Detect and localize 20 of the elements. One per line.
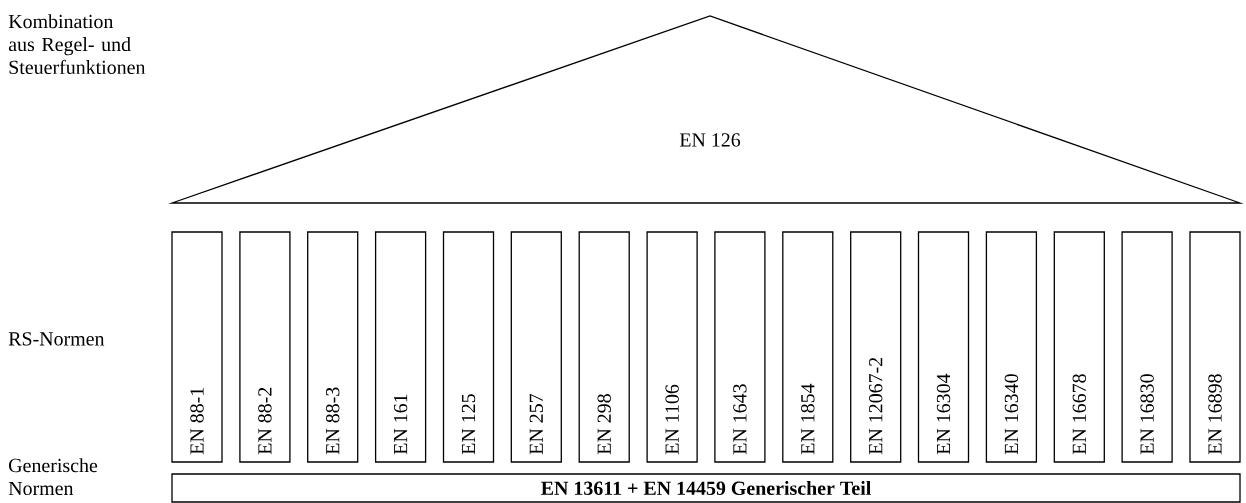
standard-box: EN 257 [510, 231, 562, 463]
standard-box: EN 88-1 [171, 231, 223, 463]
row-label: Kombination aus Regel- und Steuerfunktionen [8, 14, 146, 75]
standard-box: EN 1854 [782, 231, 834, 463]
standard-box: EN 88-2 [239, 231, 291, 463]
base-box: EN 13611 + EN 14459 Generischer Teil [171, 473, 1241, 503]
row-label: Generische Normen [8, 458, 98, 496]
standard-box: EN 125 [442, 231, 495, 463]
row-label: RS-Normen [8, 332, 105, 346]
standard-box: EN 16830 [1121, 231, 1173, 463]
standard-box: EN 88-3 [307, 231, 359, 463]
standard-box: EN 298 [578, 231, 630, 463]
standard-box: EN 1106 [646, 231, 698, 463]
standard-box: EN 12067-2 [850, 231, 902, 463]
standard-box: EN 16898 [1189, 231, 1241, 463]
standard-box: EN 16304 [917, 231, 970, 463]
standard-box: EN 16340 [985, 231, 1038, 463]
standard-box: EN 16678 [1053, 231, 1105, 463]
standard-box: EN 161 [374, 231, 427, 463]
standard-box: EN 1643 [714, 231, 766, 463]
